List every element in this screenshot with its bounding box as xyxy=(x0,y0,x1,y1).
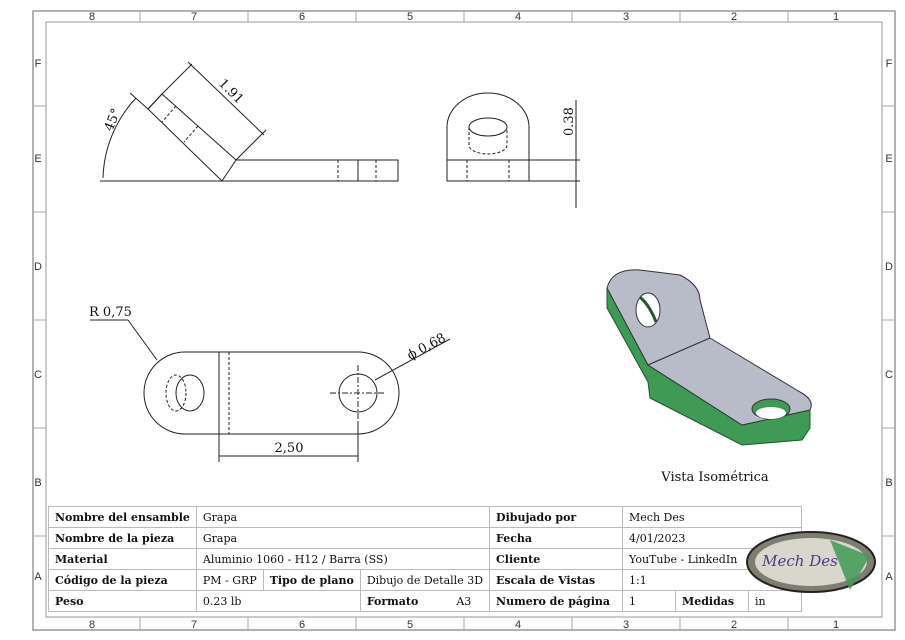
client-label: Cliente xyxy=(489,548,624,570)
zone-row-label: D xyxy=(34,261,42,273)
material-value: Aluminio 1060 - H12 / Barra (SS) xyxy=(195,548,491,570)
isometric-view xyxy=(606,269,812,446)
plan-type-label: Tipo de plano xyxy=(262,569,361,591)
top-view xyxy=(90,319,451,462)
thickness-dimension: 0.38 xyxy=(562,107,577,136)
table-row: Nombre del ensamble Grapa Dibujado por M… xyxy=(48,506,803,528)
date-label: Fecha xyxy=(489,527,624,549)
assembly-name-value: Grapa xyxy=(195,506,491,528)
units-value: in xyxy=(748,590,803,612)
plan-type-value: Dibujo de Detalle 3D xyxy=(359,569,491,591)
zone-row-label: F xyxy=(886,58,893,70)
zone-row-label: E xyxy=(885,153,892,165)
format-value: A3 xyxy=(456,594,472,608)
format-cell: Formato A3 xyxy=(359,590,491,612)
weight-value: 0.23 lb xyxy=(195,590,361,612)
units-label: Medidas xyxy=(675,590,750,612)
front-view xyxy=(100,61,399,182)
zone-col-label: 4 xyxy=(515,619,521,631)
center-distance-dimension: 2,50 xyxy=(275,441,304,456)
part-code-value: PM - GRP xyxy=(195,569,264,591)
zone-col-label: 8 xyxy=(89,11,95,23)
zone-col-label: 6 xyxy=(299,619,305,631)
zone-col-label: 3 xyxy=(623,619,629,631)
zone-col-label: 5 xyxy=(407,619,413,631)
zone-row-label: C xyxy=(34,369,42,381)
zone-col-label: 7 xyxy=(191,619,197,631)
zone-col-label: 7 xyxy=(191,11,197,23)
page-label: Numero de página xyxy=(489,590,624,612)
zone-col-label: 1 xyxy=(833,619,839,631)
title-block: Nombre del ensamble Grapa Dibujado por M… xyxy=(48,506,803,612)
scale-label: Escala de Vistas xyxy=(489,569,624,591)
part-code-label: Código de la pieza xyxy=(48,569,197,591)
zone-row-label: E xyxy=(34,153,41,165)
zone-col-label: 2 xyxy=(731,619,737,631)
table-row: Material Aluminio 1060 - H12 / Barra (SS… xyxy=(48,548,803,570)
part-name-value: Grapa xyxy=(195,527,491,549)
weight-label: Peso xyxy=(48,590,197,612)
assembly-name-label: Nombre del ensamble xyxy=(48,506,197,528)
zone-row-label: A xyxy=(34,571,42,583)
zone-col-label: 3 xyxy=(623,11,629,23)
zone-col-label: 4 xyxy=(515,11,521,23)
material-label: Material xyxy=(48,548,197,570)
zone-row-label: B xyxy=(885,477,892,489)
zone-row-label: B xyxy=(34,477,41,489)
radius-dimension: R 0,75 xyxy=(89,305,132,320)
zone-row-label: C xyxy=(885,369,893,381)
angle-dimension: 45° xyxy=(102,107,125,134)
drawn-by-value: Mech Des xyxy=(622,506,803,528)
zone-col-label: 8 xyxy=(89,619,95,631)
company-logo: Mech Des xyxy=(746,531,876,593)
zone-col-label: 1 xyxy=(833,11,839,23)
drawn-by-label: Dibujado por xyxy=(489,506,624,528)
zone-col-label: 6 xyxy=(299,11,305,23)
hole-diameter-dimension: 0,68 xyxy=(416,331,449,358)
zone-row-label: A xyxy=(885,571,893,583)
format-label: Formato xyxy=(366,594,419,608)
logo-text: Mech Des xyxy=(761,552,838,570)
side-view xyxy=(446,92,580,208)
zone-row-label: D xyxy=(885,261,893,273)
isometric-view-label: Vista Isométrica xyxy=(661,470,769,485)
table-row: Código de la pieza PM - GRP Tipo de plan… xyxy=(48,569,803,591)
table-row: Nombre de la pieza Grapa Fecha 4/01/2023 xyxy=(48,527,803,549)
zone-row-label: F xyxy=(35,58,42,70)
zone-col-label: 2 xyxy=(731,11,737,23)
part-name-label: Nombre de la pieza xyxy=(48,527,197,549)
date-value: 4/01/2023 xyxy=(622,527,803,549)
page-value: 1 xyxy=(622,590,677,612)
zone-col-label: 5 xyxy=(407,11,413,23)
